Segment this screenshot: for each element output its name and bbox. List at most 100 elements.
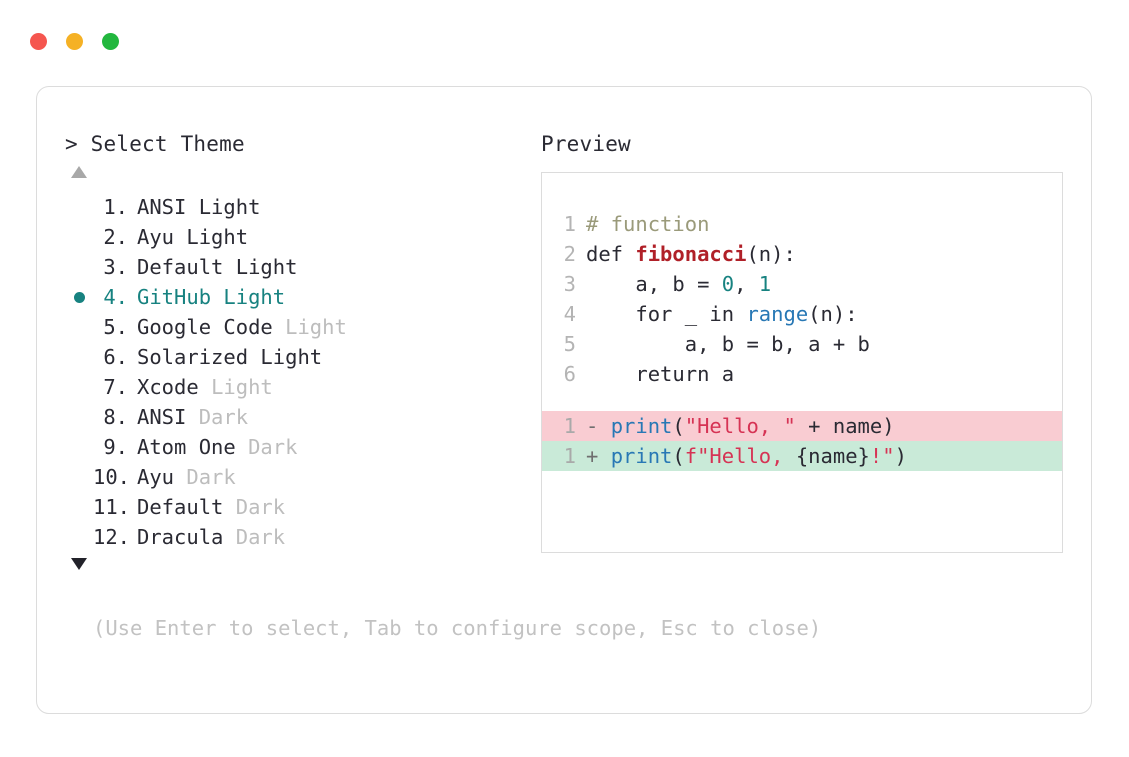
- theme-list-item[interactable]: 10.Ayu Dark: [65, 462, 535, 492]
- diff-line-added: 1+ print(f"Hello, {name}!"): [542, 441, 1062, 471]
- theme-list-item[interactable]: 5.Google Code Light: [65, 312, 535, 342]
- theme-item-variant: Light: [223, 285, 286, 309]
- code-token: range: [746, 302, 809, 326]
- window-close-button[interactable]: [30, 33, 47, 50]
- code-line: 5 a, b = b, a + b: [542, 329, 1062, 359]
- code-token: "Hello, ": [684, 414, 796, 438]
- theme-item-number: 7.: [103, 375, 128, 399]
- theme-item-variant: Light: [260, 345, 323, 369]
- window-maximize-button[interactable]: [102, 33, 119, 50]
- window-minimize-button[interactable]: [66, 33, 83, 50]
- code-text: a, b = b, a + b: [586, 329, 870, 359]
- theme-item-number: 11.: [93, 495, 131, 519]
- theme-item-name: Default: [137, 495, 236, 519]
- theme-list-item[interactable]: 2. Ayu Light: [65, 222, 535, 252]
- code-text: # function: [586, 209, 709, 239]
- bullet-placeholder: [74, 352, 85, 363]
- theme-item-name: Ayu: [137, 465, 187, 489]
- selection-bullet-cell: [65, 462, 93, 492]
- bullet-placeholder: [74, 202, 85, 213]
- theme-list-item[interactable]: 9. Atom One Dark: [65, 432, 535, 462]
- code-token: (n):: [746, 242, 796, 266]
- theme-list-item[interactable]: 3.Default Light: [65, 252, 535, 282]
- theme-item-name: Atom One: [137, 435, 249, 459]
- code-token: (: [672, 444, 685, 468]
- theme-item-name: ANSI: [137, 195, 199, 219]
- theme-item-name: ANSI: [137, 405, 199, 429]
- bullet-placeholder: [74, 442, 85, 453]
- scroll-up-icon[interactable]: [71, 166, 87, 178]
- code-token: !": [869, 444, 895, 468]
- theme-list-item[interactable]: 7. Xcode Light: [65, 372, 535, 402]
- code-token: return a: [586, 362, 735, 386]
- theme-item-variant: Light: [211, 375, 273, 399]
- code-token: def: [586, 242, 636, 266]
- selection-bullet-cell: [65, 342, 93, 372]
- bullet-placeholder: [74, 532, 85, 543]
- code-text: for _ in range(n):: [586, 299, 857, 329]
- theme-list-item[interactable]: 11.Default Dark: [65, 492, 535, 522]
- theme-item-number: 12.: [93, 525, 131, 549]
- code-token: print: [610, 414, 673, 438]
- code-line: 6 return a: [542, 359, 1062, 389]
- code-token: 0: [721, 272, 735, 296]
- code-line: 1# function: [542, 209, 1062, 239]
- window-controls: [30, 33, 119, 50]
- code-token: {name}: [795, 444, 870, 468]
- code-token: # function: [586, 212, 710, 236]
- code-text: return a: [586, 359, 734, 389]
- preview-title: Preview: [541, 132, 631, 156]
- theme-item-number: 1.: [103, 195, 128, 219]
- line-number: 2: [563, 242, 576, 266]
- theme-item-number: 10.: [93, 465, 131, 489]
- diff-block: 1- print("Hello, " + name)1+ print(f"Hel…: [542, 411, 1062, 471]
- theme-item-name: Google Code: [137, 315, 286, 339]
- theme-item-number: 6.: [103, 345, 128, 369]
- theme-item-number: 9.: [103, 435, 128, 459]
- theme-item-number: 2.: [103, 225, 128, 249]
- theme-item-name: Ayu: [137, 225, 187, 249]
- bullet-placeholder: [74, 412, 85, 423]
- selection-bullet-cell: [65, 372, 93, 402]
- bullet-placeholder: [74, 472, 85, 483]
- scroll-down-icon[interactable]: [71, 558, 87, 570]
- line-number: 1: [563, 414, 576, 438]
- code-token: +: [586, 444, 611, 468]
- bullet-placeholder: [74, 262, 85, 273]
- selection-bullet-cell: [65, 312, 93, 342]
- code-token: a, b = b, a + b: [586, 332, 870, 356]
- theme-item-name: Solarized: [137, 345, 261, 369]
- line-number: 6: [563, 362, 576, 386]
- bullet-placeholder: [74, 382, 85, 393]
- theme-list-item[interactable]: 6. Solarized Light: [65, 342, 535, 372]
- theme-item-variant: Light: [186, 225, 249, 249]
- code-line: 4 for _ in range(n):: [542, 299, 1062, 329]
- theme-item-variant: Dark: [248, 435, 298, 459]
- code-token: fibonacci: [635, 242, 747, 266]
- theme-item-number: 8.: [103, 405, 128, 429]
- code-text: + print(f"Hello, {name}!"): [586, 441, 907, 471]
- theme-item-variant: Light: [198, 195, 261, 219]
- code-token: -: [586, 414, 611, 438]
- selection-bullet-cell: [65, 402, 93, 432]
- theme-item-name: GitHub: [137, 285, 224, 309]
- bullet-placeholder: [74, 232, 85, 243]
- line-number: 5: [563, 332, 576, 356]
- theme-list-item[interactable]: 12.Dracula Dark: [65, 522, 535, 552]
- theme-list-item[interactable]: 4.GitHub Light: [65, 282, 535, 312]
- theme-list-item[interactable]: 1. ANSI Light: [65, 192, 535, 222]
- code-token: f"Hello,: [684, 444, 796, 468]
- code-token: ): [894, 444, 907, 468]
- code-line: 3 a, b = 0, 1: [542, 269, 1062, 299]
- theme-item-name: Xcode: [137, 375, 212, 399]
- theme-list-item[interactable]: 8.ANSI Dark: [65, 402, 535, 432]
- theme-item-number: 5.: [103, 315, 128, 339]
- code-line: 2 def fibonacci(n):: [542, 239, 1062, 269]
- keyboard-hint: (Use Enter to select, Tab to configure s…: [93, 616, 822, 640]
- theme-item-name: Dracula: [137, 525, 236, 549]
- code-text: a, b = 0, 1: [586, 269, 771, 299]
